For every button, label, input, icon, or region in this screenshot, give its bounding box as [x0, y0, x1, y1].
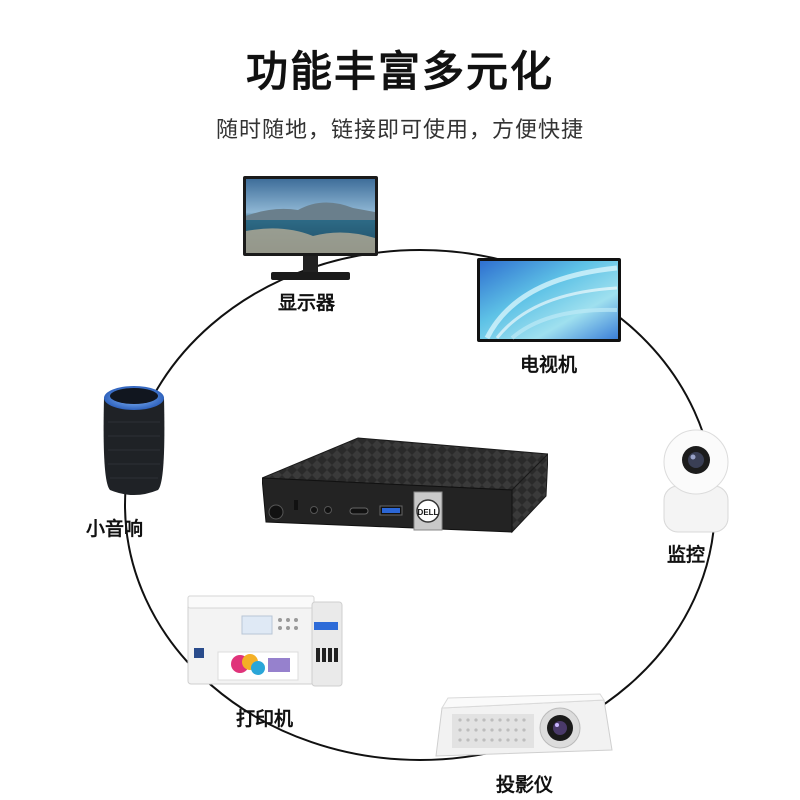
monitor-device[interactable] [243, 176, 378, 284]
tv-device[interactable] [477, 258, 621, 346]
mini-pc-icon: DELL [261, 437, 550, 534]
monitor-label: 显示器 [278, 292, 336, 314]
tv-icon [477, 258, 621, 342]
camera-device[interactable] [658, 424, 734, 534]
projector-icon [435, 693, 613, 757]
page-title: 功能丰富多元化 [245, 47, 554, 96]
printer-device[interactable] [184, 592, 346, 690]
speaker-device[interactable] [98, 382, 170, 500]
camera-icon [663, 429, 729, 533]
camera-label: 监控 [667, 544, 706, 566]
page-subtitle: 随时随地，链接即可使用，方便快捷 [215, 118, 584, 143]
printer-icon [187, 595, 343, 687]
speaker-label: 小音响 [86, 518, 144, 540]
speaker-icon [103, 386, 165, 495]
tv-label: 电视机 [520, 354, 578, 376]
mini-pc[interactable]: DELL [261, 430, 550, 538]
printer-label: 打印机 [236, 708, 294, 730]
projector-label: 投影仪 [496, 774, 554, 796]
monitor-icon [243, 176, 378, 280]
projector-device[interactable] [432, 690, 614, 762]
dell-logo: DELL [418, 508, 439, 517]
